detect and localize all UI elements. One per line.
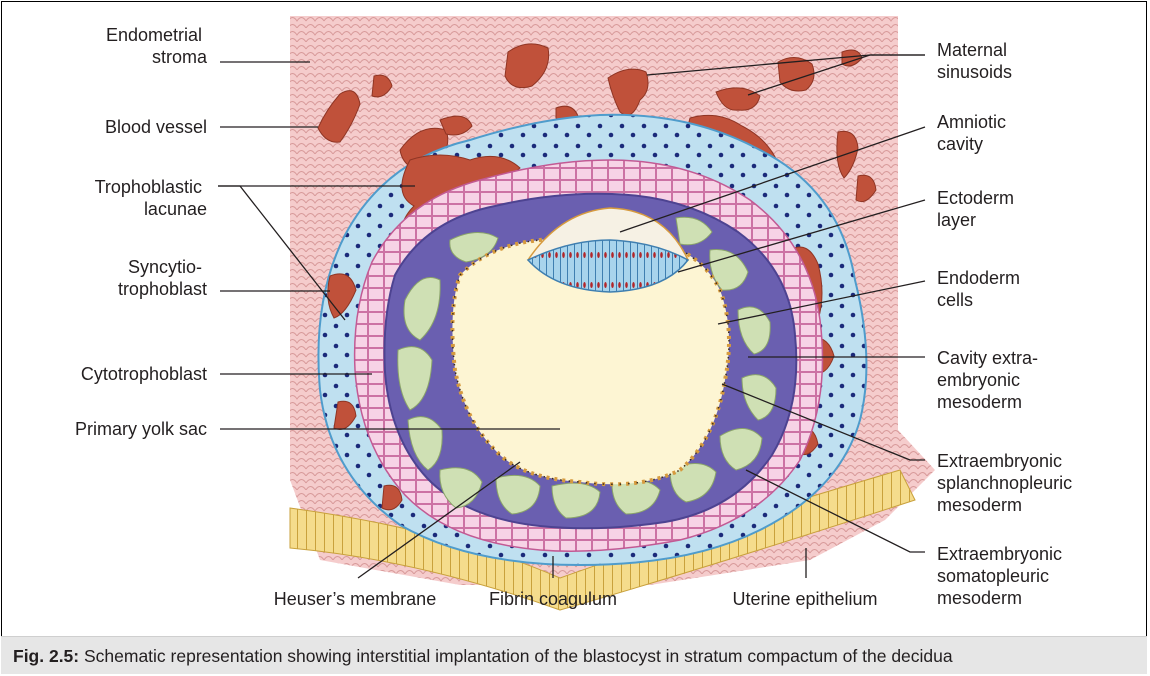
label-cavity-extraembryonic-mesoderm: Cavity extra- embryonic mesoderm	[937, 348, 1043, 412]
label-extraembryonic-somatopleuric-mesoderm: Extraembryonic somatopleuric mesoderm	[937, 544, 1067, 608]
label-uterine-epithelium: Uterine epithelium	[732, 589, 877, 609]
label-maternal-sinusoids: Maternal sinusoids	[937, 40, 1012, 82]
label-heusers-membrane: Heuser’s membrane	[274, 589, 436, 609]
caption-figure-number: Fig. 2.5:	[13, 646, 79, 666]
caption-text: Schematic representation showing interst…	[79, 646, 953, 666]
figure-caption: Fig. 2.5: Schematic representation showi…	[1, 636, 1147, 674]
label-endoderm-cells: Endoderm cells	[937, 268, 1025, 310]
label-trophoblastic-lacunae: Trophoblastic lacunae	[95, 177, 207, 219]
label-ectoderm-layer: Ectoderm layer	[937, 188, 1019, 230]
label-endometrial-stroma: Endometrial stroma	[106, 25, 208, 67]
label-extraembryonic-splanchnopleuric-mesoderm: Extraembryonic splanchnopleuric mesoderm	[937, 451, 1077, 515]
label-cytotrophoblast: Cytotrophoblast	[81, 364, 207, 384]
label-amniotic-cavity: Amniotic cavity	[937, 112, 1011, 154]
label-blood-vessel: Blood vessel	[105, 117, 207, 137]
label-fibrin-coagulum: Fibrin coagulum	[489, 589, 617, 609]
label-syncytiotrophoblast: Syncytio- trophoblast	[118, 257, 207, 299]
label-primary-yolk-sac: Primary yolk sac	[75, 419, 207, 439]
